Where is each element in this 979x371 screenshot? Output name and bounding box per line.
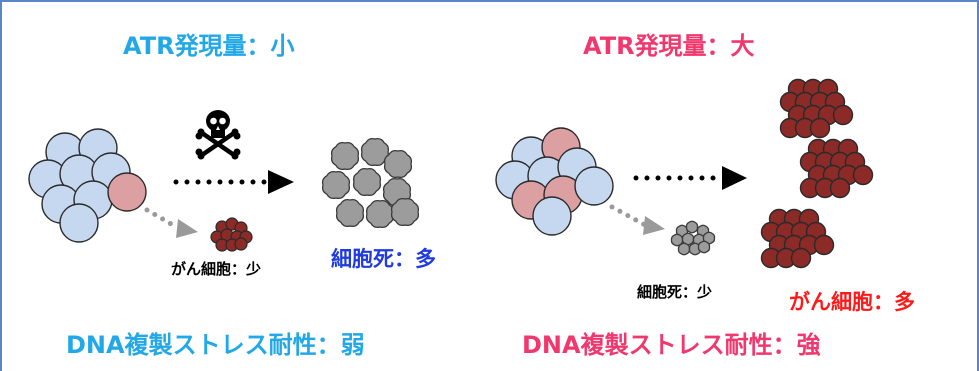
- dead-cell-cluster-small: [670, 220, 716, 256]
- cancer-cell: [813, 234, 835, 256]
- cancer-cell: [809, 117, 831, 139]
- right-main-arrow: [633, 166, 747, 190]
- normal-cell: [574, 166, 614, 206]
- cancer-cell-cluster-middle: [799, 138, 874, 199]
- left-cell-cluster: [28, 128, 147, 243]
- normal-cell: [59, 203, 99, 243]
- left-cancer-cell-label: がん細胞：少: [171, 260, 262, 278]
- right-title: ATR発現量：大: [583, 32, 755, 60]
- dead-cell: [681, 232, 695, 246]
- left-title: ATR発現量：小: [123, 32, 295, 60]
- right-cancer-cell-label: がん細胞：多: [789, 290, 915, 314]
- normal-cell: [532, 196, 572, 236]
- dead-cell: [677, 242, 691, 256]
- dead-cell: [352, 167, 382, 197]
- dead-cell: [360, 137, 390, 167]
- dead-cell: [365, 199, 395, 229]
- right-secondary-arrow: [609, 204, 665, 235]
- cancer-cell-cluster-top: [779, 78, 854, 139]
- cancer-cell: [832, 104, 854, 126]
- left-secondary-arrow: [144, 207, 198, 238]
- dead-cell: [685, 220, 699, 234]
- cancer-cell: [790, 247, 812, 269]
- cancer-cell: [852, 164, 874, 186]
- right-cell-death-label: 細胞死：少: [637, 283, 713, 301]
- right-cell-cluster: [495, 127, 614, 236]
- cancer-cell: [234, 237, 248, 251]
- left-footer: DNA複製ストレス耐性：弱: [66, 331, 365, 359]
- dead-cell-cluster-large: [321, 137, 420, 229]
- dead-cell: [688, 242, 702, 256]
- left-cell-death-label: 細胞死：多: [331, 247, 436, 271]
- dead-cell: [390, 197, 420, 227]
- cancer-cell: [829, 177, 851, 199]
- dead-cell: [335, 198, 365, 228]
- cancer-cell-cluster-bottom: [760, 208, 835, 269]
- cancer-cell-cluster-small: [210, 217, 253, 252]
- dead-cell: [702, 231, 716, 245]
- dead-cell: [697, 240, 711, 254]
- left-main-arrow: [173, 170, 294, 194]
- dead-cell: [321, 170, 351, 200]
- dead-cell: [383, 149, 413, 179]
- skull-crossbones-icon: [195, 110, 241, 160]
- atr-high-cell: [107, 172, 147, 212]
- right-footer: DNA複製ストレス耐性：強: [522, 331, 821, 359]
- dead-cell: [330, 141, 360, 171]
